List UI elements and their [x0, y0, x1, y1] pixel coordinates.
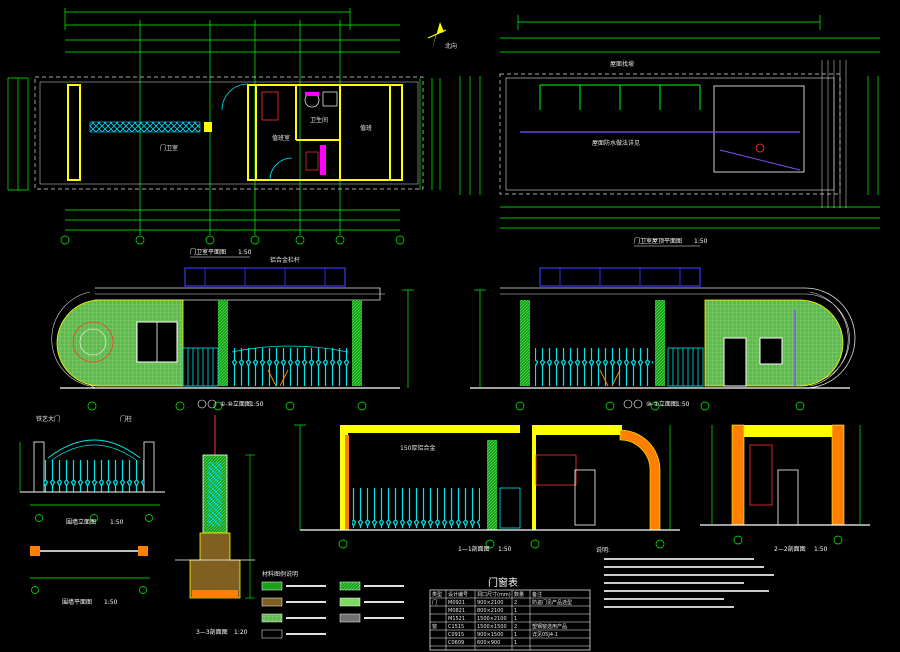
table-header-cell: 设计编号 [448, 591, 468, 598]
svg-text:铁艺大门: 铁艺大门 [36, 415, 60, 423]
section-1-scale: 1:50 [498, 546, 512, 553]
front-elevation-title: ①-⑩立面图 [220, 400, 251, 408]
table-cell: 2 [514, 600, 517, 606]
table-header-cell: 备注 [532, 591, 542, 598]
gate-elevation-view: 铁艺大门 门柱 围墙立面图 1:50 围墙平面图 1:50 [19, 415, 165, 606]
section-1-title: 1—1剖面图 [458, 545, 490, 553]
table-cell: 窗 [432, 623, 437, 630]
wall-section-scale: 1:20 [234, 629, 248, 636]
svg-text:铝合金栏杆: 铝合金栏杆 [270, 256, 300, 264]
svg-text:值班: 值班 [360, 124, 372, 132]
notes-title: 说明: [596, 546, 610, 554]
table-header-cell: 洞口尺寸(mm) [477, 591, 511, 598]
door-window-table: 门窗表 类型设计编号 洞口尺寸(mm)数量 备注门 M0921 900×2100 2 防盗门… [429, 576, 591, 651]
table-cell: C1515 [448, 624, 464, 630]
table-cell: 800×2100 [477, 608, 503, 614]
table-cell: C0609 [448, 640, 464, 646]
roof-plan-scale: 1:50 [694, 238, 708, 245]
svg-text:屋面找坡: 屋面找坡 [610, 60, 634, 68]
table-cell: C0915 [448, 632, 464, 638]
floor-plan-scale: 1:50 [238, 249, 252, 256]
roof-plan-view: 屋面找坡 屋面防水做法详见 门卫室屋顶平面图 1:50 [459, 15, 880, 247]
section-1-view: 150厚铝合金 1—1剖面图 1:50 [294, 424, 680, 553]
table-cell: M1521 [448, 616, 465, 622]
floor-plan-view: 门卫室 值班室 卫生间 值班 门卫室平面图 1:50 [7, 8, 441, 258]
svg-text:门卫室: 门卫室 [160, 144, 178, 152]
material-legend: 材料图例说明 [261, 570, 404, 639]
table-cell: 900×1500 [477, 632, 503, 638]
svg-text:北向: 北向 [445, 42, 457, 50]
table-cell: 防盗门见产品选型 [532, 599, 572, 606]
design-notes: 说明: [596, 546, 774, 608]
gate-elevation-scale: 1:50 [110, 519, 124, 526]
section-2-scale: 1:50 [814, 546, 828, 553]
table-cell: 1 [514, 640, 517, 646]
table-cell: 2 [514, 624, 517, 630]
svg-text:卫生间: 卫生间 [310, 116, 328, 124]
section-2-view: 2—2剖面图 1:50 [700, 424, 870, 553]
table-cell: 900×2100 [477, 600, 503, 606]
front-elevation-scale: 1:50 [250, 401, 264, 408]
table-cell: 门 [432, 599, 437, 606]
rear-elevation-scale: 1:50 [676, 401, 690, 408]
table-header-cell: 类型 [432, 591, 442, 598]
table-cell: 1 [514, 608, 517, 614]
gate-plan-title: 围墙平面图 [62, 598, 92, 606]
table-cell: 600×900 [477, 640, 500, 646]
table-header-cell: 数量 [514, 591, 524, 598]
door-window-table-title: 门窗表 [488, 576, 518, 589]
svg-text:门柱: 门柱 [120, 415, 132, 423]
table-cell: 详见05J4-1 [532, 631, 558, 638]
svg-text:值班室: 值班室 [272, 134, 290, 142]
svg-text:屋面防水做法详见: 屋面防水做法详见 [592, 139, 640, 147]
table-cell: 塑钢窗选用产品 [532, 623, 567, 630]
floor-plan-title: 门卫室平面图 [190, 248, 226, 256]
front-elevation-view: 铝合金栏杆 ①-⑩立面图 1:50 [51, 256, 414, 411]
table-cell: 1500×1500 [477, 624, 507, 630]
rear-elevation-view: ⑩-①立面图 1:50 [470, 267, 856, 411]
table-cell: M0921 [448, 600, 465, 606]
table-cell: 1 [514, 632, 517, 638]
rear-elevation-title: ⑩-①立面图 [646, 400, 677, 408]
roof-plan-title: 门卫室屋顶平面图 [634, 237, 682, 245]
section-2-title: 2—2剖面图 [774, 545, 806, 553]
table-cell: 1 [514, 616, 517, 622]
north-arrow-icon: 北向 [427, 22, 457, 50]
wall-section-title: 3—3剖面图 [196, 628, 228, 636]
gate-elevation-title: 围墙立面图 [66, 518, 96, 526]
gate-plan-scale: 1:50 [104, 599, 118, 606]
table-cell: 1500×2100 [477, 616, 507, 622]
legend-title: 材料图例说明 [262, 570, 298, 578]
svg-text:150厚铝合金: 150厚铝合金 [400, 444, 435, 452]
wall-section-view: 3—3剖面图 1:20 [175, 415, 255, 636]
table-cell: M0821 [448, 608, 465, 614]
